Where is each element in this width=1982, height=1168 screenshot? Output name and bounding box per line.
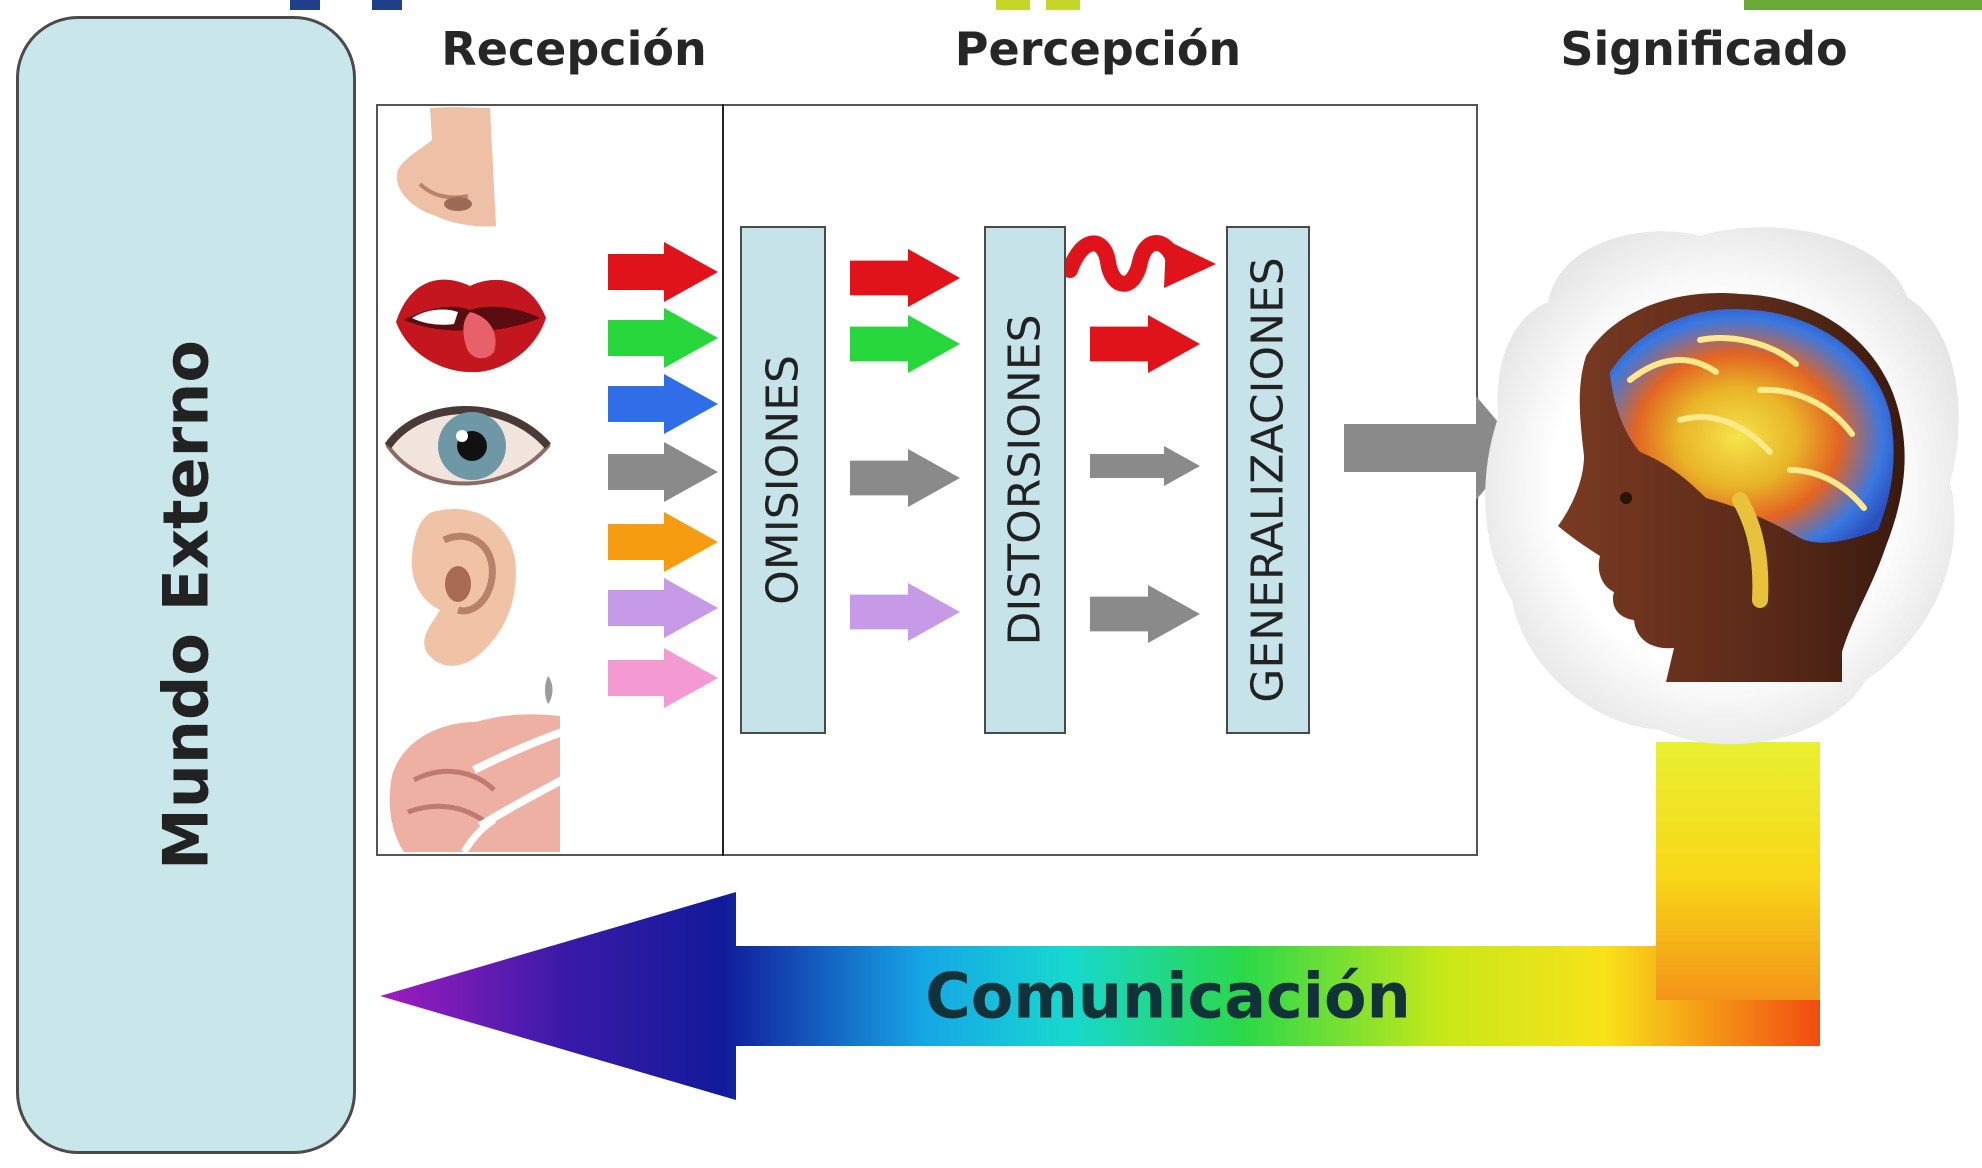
top-mark-green bbox=[1744, 0, 1982, 10]
omisiones-arrow-gray bbox=[850, 449, 960, 507]
omisiones-label: OMISIONES bbox=[757, 355, 809, 605]
reception-arrows bbox=[608, 242, 718, 708]
mouth-icon bbox=[396, 279, 546, 373]
top-mark-lime-1 bbox=[996, 0, 1030, 10]
distorsiones-arrow-gray-2 bbox=[1090, 585, 1200, 643]
ear-icon bbox=[411, 508, 516, 666]
omisiones-arrow-green bbox=[850, 315, 960, 373]
recepcion-title: Recepción bbox=[441, 22, 707, 76]
reception-arrow-green bbox=[608, 308, 718, 368]
reception-arrow-orange bbox=[608, 512, 718, 572]
reception-arrow-blue bbox=[608, 374, 718, 434]
distorsiones-arrow-gray bbox=[1090, 446, 1200, 486]
eye-icon bbox=[384, 406, 552, 486]
omisiones-arrow-lilac bbox=[850, 583, 960, 641]
reception-arrow-lilac bbox=[608, 578, 718, 638]
distorsiones-arrow-red bbox=[1090, 315, 1200, 373]
reception-arrow-pink bbox=[608, 648, 718, 708]
generalizaciones-label: GENERALIZACIONES bbox=[1242, 257, 1294, 703]
top-mark-blue-2 bbox=[372, 0, 402, 10]
distorsiones-box: DISTORSIONES bbox=[984, 226, 1066, 734]
distorsiones-arrows bbox=[1090, 315, 1200, 643]
generalizaciones-box: GENERALIZACIONES bbox=[1226, 226, 1310, 734]
top-mark-lime-2 bbox=[1046, 0, 1080, 10]
gray-arrow-to-head bbox=[1344, 396, 1520, 500]
percepcion-title: Percepción bbox=[954, 22, 1242, 76]
reception-arrow-gray bbox=[608, 442, 718, 502]
wavy-red-arrow bbox=[1062, 235, 1216, 292]
omisiones-arrows bbox=[850, 249, 960, 641]
top-mark-blue-1 bbox=[290, 0, 320, 10]
omisiones-box: OMISIONES bbox=[740, 226, 826, 734]
hand-icon bbox=[389, 676, 564, 854]
distorsiones-label: DISTORSIONES bbox=[999, 314, 1051, 646]
nose-icon bbox=[396, 107, 496, 227]
omisiones-arrow-red bbox=[850, 249, 960, 307]
reception-arrow-red bbox=[608, 242, 718, 302]
comunicacion-label: Comunicación bbox=[925, 959, 1411, 1033]
comunicacion-arrow bbox=[380, 742, 1820, 1100]
mundo-externo-box bbox=[16, 16, 356, 1154]
frame-divider bbox=[722, 104, 724, 856]
significado-title: Significado bbox=[1560, 22, 1848, 76]
head-icon bbox=[1485, 227, 1959, 745]
